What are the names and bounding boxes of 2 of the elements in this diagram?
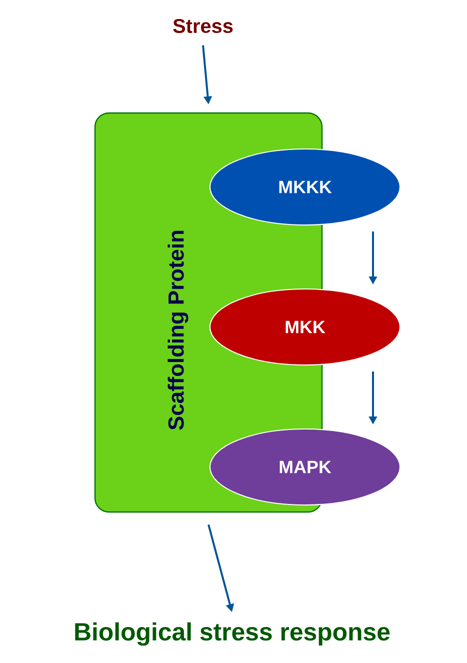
stress-label: Stress xyxy=(173,18,233,34)
response-label: Biological stress response xyxy=(75,622,390,646)
